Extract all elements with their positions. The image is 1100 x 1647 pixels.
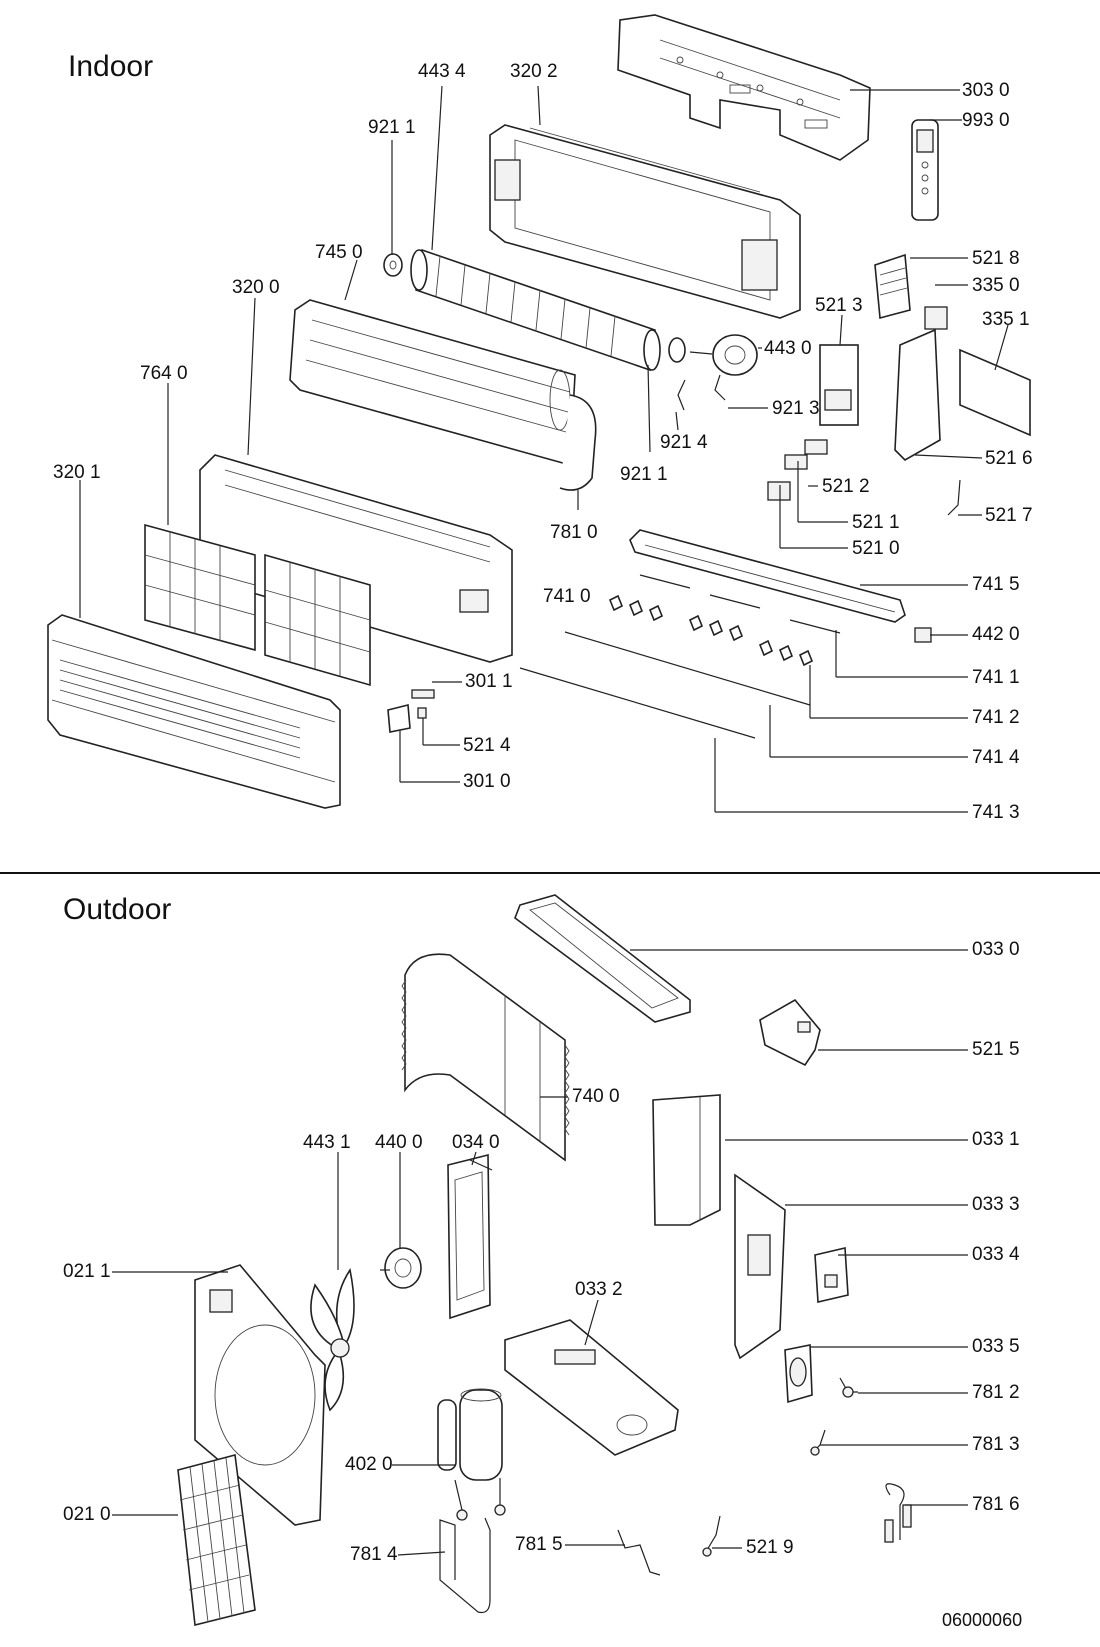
louver-tray-parts	[519, 529, 932, 739]
remote-control-part	[911, 119, 939, 221]
section-divider	[0, 872, 1100, 874]
outdoor-section-title: Outdoor	[63, 893, 172, 926]
part-label: 443 1	[303, 1132, 351, 1153]
control-box-parts	[767, 253, 1031, 516]
part-label: 033 2	[575, 1279, 623, 1300]
part-label: 033 4	[972, 1244, 1020, 1265]
part-label: 521 6	[985, 448, 1033, 469]
part-label: 335 1	[982, 309, 1030, 330]
part-label: 033 5	[972, 1336, 1020, 1357]
part-label: 921 3	[772, 398, 820, 419]
valve-parts	[784, 1344, 912, 1543]
display-board-parts	[387, 689, 435, 733]
outdoor-fan-motor-part	[380, 1247, 422, 1289]
base-pan-part	[504, 1319, 679, 1456]
right-panel-part	[734, 1173, 786, 1360]
part-label: 781 3	[972, 1434, 1020, 1455]
part-label: 521 3	[815, 295, 863, 316]
part-label: 521 5	[972, 1039, 1020, 1060]
part-label: 402 0	[345, 1454, 393, 1475]
part-label: 335 0	[972, 275, 1020, 296]
compressor-part	[437, 1388, 506, 1521]
part-label: 033 0	[972, 939, 1020, 960]
outdoor-control-part	[759, 998, 821, 1067]
part-label: 521 1	[852, 512, 900, 533]
part-label: 781 0	[550, 522, 598, 543]
blower-wheel-part	[410, 248, 661, 372]
part-label: 921 1	[620, 464, 668, 485]
part-label: 521 9	[746, 1537, 794, 1558]
valve-cover-part	[814, 1247, 849, 1303]
axial-fan-part	[310, 1267, 355, 1412]
part-label: 741 2	[972, 707, 1020, 728]
front-chassis-part	[199, 454, 513, 663]
part-label: 303 0	[962, 80, 1010, 101]
bearing-part	[383, 253, 403, 277]
part-label: 021 1	[63, 1261, 111, 1282]
part-label: 741 1	[972, 667, 1020, 688]
part-label: 443 4	[418, 61, 466, 82]
part-label: 741 3	[972, 802, 1020, 823]
part-label: 033 1	[972, 1129, 1020, 1150]
top-cover-part	[514, 894, 691, 1023]
part-label: 781 4	[350, 1544, 398, 1565]
part-label: 781 5	[515, 1534, 563, 1555]
part-label: 443 0	[764, 338, 812, 359]
part-label: 521 4	[463, 735, 511, 756]
air-filter-part	[144, 523, 371, 687]
front-panel-part	[47, 614, 341, 809]
part-label: 921 1	[368, 117, 416, 138]
part-label: 521 7	[985, 505, 1033, 526]
part-label: 440 0	[375, 1132, 423, 1153]
indoor-leader-lines	[79, 85, 1009, 813]
part-label: 442 0	[972, 624, 1020, 645]
evaporator-part	[289, 299, 597, 491]
pipe-parts	[439, 1515, 721, 1614]
part-label: 745 0	[315, 242, 363, 263]
guard-grille-part	[177, 1453, 256, 1626]
indoor-section-title: Indoor	[68, 50, 154, 83]
part-label: 741 5	[972, 574, 1020, 595]
part-label: 320 2	[510, 61, 558, 82]
part-label: 034 0	[452, 1132, 500, 1153]
drawing-number: 06000060	[942, 1610, 1023, 1630]
part-label: 781 6	[972, 1494, 1020, 1515]
part-label: 781 2	[972, 1382, 1020, 1403]
side-panel-part	[652, 1094, 721, 1226]
part-label: 740 0	[572, 1086, 620, 1107]
part-label: 320 0	[232, 277, 280, 298]
fan-motor-part	[668, 334, 758, 401]
motor-bracket-part	[447, 1153, 493, 1320]
part-label: 320 1	[53, 462, 101, 483]
part-label: 301 1	[465, 671, 513, 692]
part-label: 741 0	[543, 586, 591, 607]
condenser-part	[401, 953, 570, 1162]
rear-chassis-part	[489, 124, 801, 319]
part-label: 521 8	[972, 248, 1020, 269]
part-label: 021 0	[63, 1504, 111, 1525]
clip-part	[677, 379, 686, 411]
part-label: 993 0	[962, 110, 1010, 131]
part-label: 521 0	[852, 538, 900, 559]
part-label: 301 0	[463, 771, 511, 792]
outdoor-leader-lines	[112, 949, 968, 1556]
mounting-plate-part	[617, 14, 871, 161]
part-label: 521 2	[822, 476, 870, 497]
part-label: 741 4	[972, 747, 1020, 768]
part-label: 033 3	[972, 1194, 1020, 1215]
part-label: 764 0	[140, 363, 188, 384]
part-label: 921 4	[660, 432, 708, 453]
